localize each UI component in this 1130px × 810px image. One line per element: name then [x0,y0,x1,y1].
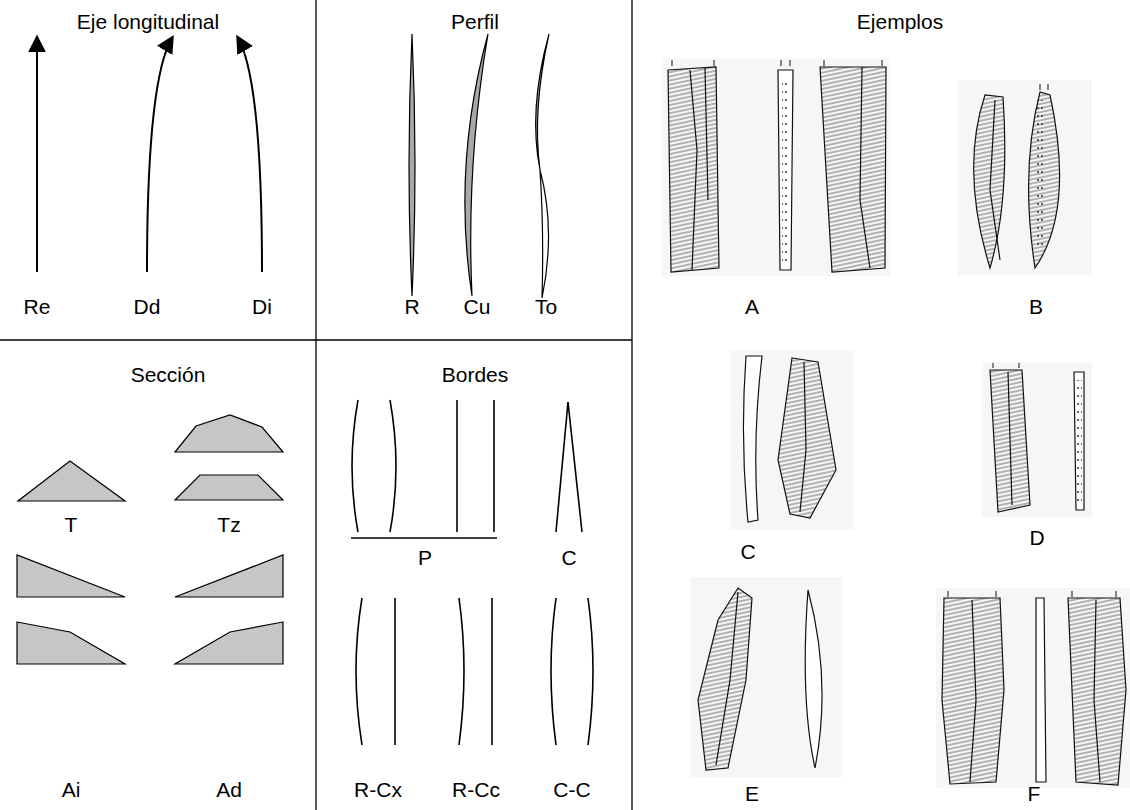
type-code: Cu [464,295,491,318]
panel-heading: Bordes [442,363,509,386]
type-code: Dd [134,295,161,318]
panel-heading: Perfil [451,10,499,33]
type-code: Re [24,295,51,318]
section-shape [17,415,283,664]
panel-divider [0,0,632,810]
example-letter: D [1029,526,1044,549]
edge-outline [351,400,593,745]
break-mark [672,60,1116,597]
profile-shape [409,34,549,298]
example-letter: E [745,783,759,806]
type-code: Tz [217,513,240,536]
axis-arrow [37,38,262,272]
example-letter: A [745,295,759,318]
panel-heading: Sección [131,363,206,386]
type-code: C [561,546,576,569]
type-code: To [535,295,557,318]
type-code: R-Cx [354,778,402,801]
type-code: C-C [553,778,590,801]
panel-heading: Ejemplos [857,10,943,33]
type-code: Di [252,295,272,318]
example-letter: F [1028,783,1041,806]
type-code: R-Cc [452,778,500,801]
type-code: P [418,546,432,569]
type-code: R [404,295,419,318]
type-code: Ai [62,778,81,801]
panel-heading: Eje longitudinal [77,10,219,33]
type-code: T [65,513,78,536]
type-code: Ad [216,778,242,801]
example-ground [662,58,1130,788]
blade-drawing [668,67,1126,785]
example-letter: C [740,540,755,563]
example-letter: B [1029,295,1043,318]
